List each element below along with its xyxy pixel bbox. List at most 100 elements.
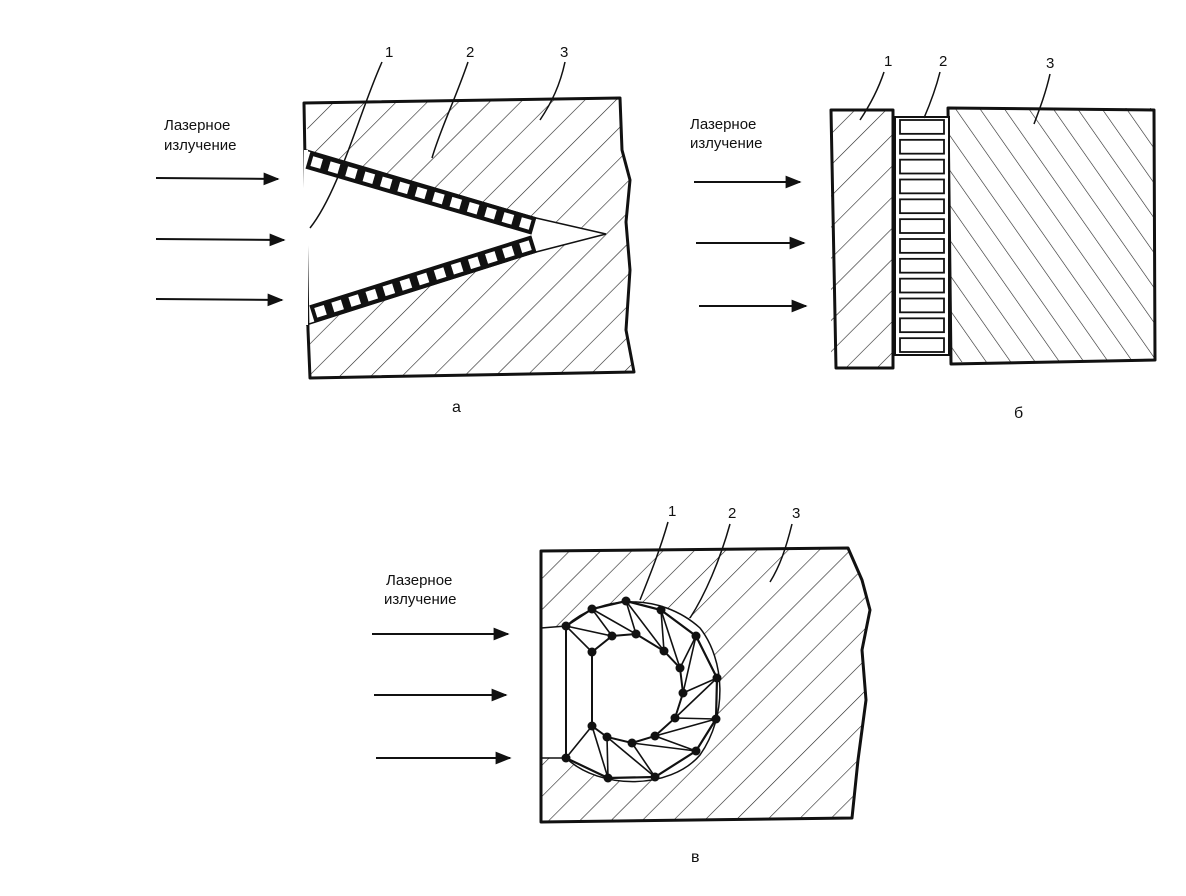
panel-b-left-plate-outline <box>829 108 895 370</box>
mesh-node <box>561 753 571 763</box>
coating-cell <box>397 181 410 195</box>
coating-cell <box>433 267 447 280</box>
callout-2: 2 <box>466 44 474 61</box>
panel-a-cavity <box>306 150 606 325</box>
coating-cell <box>899 178 945 195</box>
mesh-node <box>659 646 669 656</box>
mesh-node <box>650 772 660 782</box>
coating-cell <box>484 207 497 220</box>
laser-label-line2: излучение <box>164 137 237 154</box>
coating-cell <box>331 299 344 313</box>
mesh-node <box>678 688 688 698</box>
mesh-node <box>587 647 597 657</box>
coating-cell <box>365 288 379 302</box>
callout-3-leader <box>769 523 793 583</box>
coating-cell <box>899 297 945 314</box>
panel-a-outline <box>302 96 636 380</box>
laser-arrow <box>155 172 280 186</box>
coating-cell <box>414 186 428 200</box>
coating-cell <box>519 217 532 230</box>
callout-1-leader <box>309 61 383 229</box>
callout-1: 1 <box>668 503 676 520</box>
mesh-node <box>587 721 597 731</box>
panel-b-left-plate <box>831 110 901 368</box>
callout-1: 1 <box>385 44 393 61</box>
callout-2-leader <box>431 61 469 159</box>
coating-cell <box>502 245 515 259</box>
coating-cell <box>501 212 515 225</box>
mesh-node <box>711 714 721 724</box>
callout-2: 2 <box>939 53 947 70</box>
coating-cell <box>899 218 945 234</box>
mesh-node <box>712 673 722 683</box>
callout-3-leader <box>539 61 566 121</box>
mesh-node <box>561 621 571 631</box>
laser-label-line2: излучение <box>690 135 763 152</box>
panel-caption: б <box>1014 405 1023 422</box>
mesh-node <box>691 631 701 641</box>
laser-label-line1: Лазерное <box>164 117 230 134</box>
mesh-node <box>602 732 612 742</box>
coating-cell <box>899 317 945 334</box>
coating-cell <box>467 256 481 270</box>
panel-v-coating-mesh <box>561 596 722 783</box>
panel-caption: а <box>452 399 461 416</box>
coating-cell <box>899 277 945 294</box>
mesh-node <box>650 731 660 741</box>
coating-cell <box>449 196 463 210</box>
coating-cell <box>899 138 945 155</box>
coating-cell <box>362 171 376 185</box>
coating-cell <box>382 283 396 297</box>
callout-3: 3 <box>792 505 800 522</box>
mesh-node <box>607 631 617 641</box>
laser-label-line1: Лазерное <box>386 572 452 589</box>
coating-cell <box>899 158 945 175</box>
panel-b-right-block <box>948 108 1154 362</box>
callout-3: 3 <box>560 44 568 61</box>
laser-label-line2: излучение <box>384 591 457 608</box>
panel-b: Лазерное излучение 1 2 3 б <box>690 53 1157 422</box>
callout-2-leader <box>923 71 941 119</box>
callout-3: 3 <box>1046 55 1054 72</box>
mesh-node <box>627 738 637 748</box>
coating-cell <box>450 261 464 275</box>
callout-2: 2 <box>728 505 736 522</box>
laser-label-line1: Лазерное <box>690 116 756 133</box>
coating-cell <box>310 156 323 169</box>
panel-v: Лазерное излучение 1 2 3 в <box>372 503 872 866</box>
coating-cell <box>348 294 361 307</box>
mesh-node <box>675 663 685 673</box>
coating-cell <box>899 238 945 254</box>
panel-a: Лазерное излучение 1 2 3 а <box>155 44 636 416</box>
coating-cell <box>899 119 945 135</box>
coating-cell <box>416 272 430 286</box>
coating-cell <box>519 240 532 254</box>
coating-cell <box>379 176 393 190</box>
laser-arrow <box>155 293 284 307</box>
mesh-node <box>656 605 666 615</box>
mesh-node <box>670 713 680 723</box>
mesh-node <box>603 773 613 783</box>
coating-cell <box>314 304 327 318</box>
coating-cell <box>899 198 945 215</box>
panel-b-coating <box>894 116 950 356</box>
coating-cell <box>327 161 341 174</box>
callout-1-leader <box>639 521 669 601</box>
coating-cell <box>466 201 480 215</box>
panel-a-upper-coating <box>305 151 537 235</box>
laser-arrow <box>155 233 286 247</box>
panel-v-outline <box>539 546 872 824</box>
coating-cell <box>432 191 445 205</box>
coating-cell <box>485 251 498 264</box>
callout-3-leader <box>1033 73 1051 125</box>
callout-1-leader <box>859 71 885 121</box>
coating-cell <box>899 337 945 353</box>
mesh-node <box>631 629 641 639</box>
callout-1: 1 <box>884 53 892 70</box>
mesh-node <box>587 604 597 614</box>
callout-2-leader <box>689 523 731 619</box>
coating-cell <box>399 278 413 291</box>
mesh-node <box>621 596 631 606</box>
coating-cell <box>345 166 358 179</box>
